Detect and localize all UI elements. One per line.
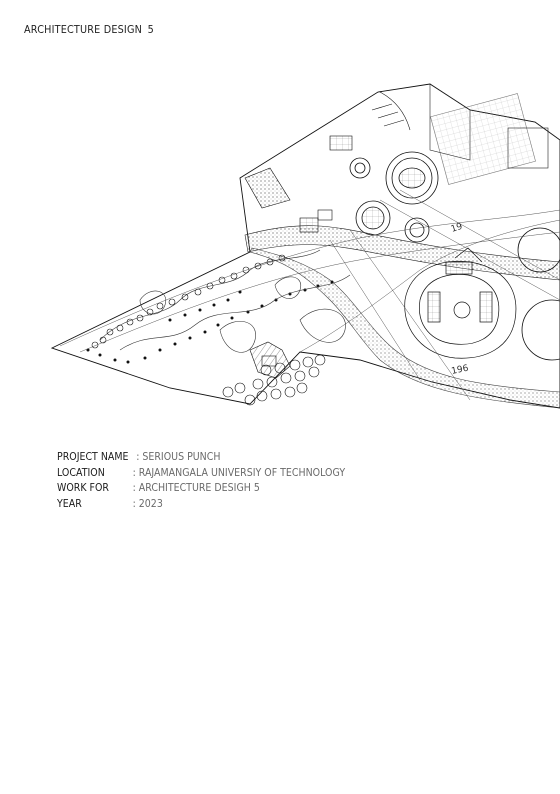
plan-label-elevation-a: 196	[451, 364, 470, 377]
tree-clusters	[86, 254, 334, 406]
project-name-label: PROJECT NAME	[57, 451, 129, 463]
location-label: LOCATION	[57, 466, 105, 479]
circular-buildings	[349, 151, 560, 361]
contour-lines	[59, 189, 560, 401]
right-building-complex	[404, 247, 517, 359]
location-value: : RAJAMANGALA UNIVERSIY OF TECHNOLOGY	[132, 466, 346, 479]
park-paths	[99, 249, 351, 353]
site-plan-drawing: 196 19	[50, 83, 560, 409]
work-for-label: WORK FOR	[57, 482, 109, 494]
plan-label-elevation-b: 19	[450, 222, 464, 235]
plan-labels: 196 19	[450, 222, 470, 377]
central-building	[249, 341, 291, 379]
sports-field-block	[429, 83, 560, 185]
work-for-value: : ARCHITECTURE DESIGH 5	[132, 482, 260, 494]
header-title: ARCHITECTURE DESIGN	[24, 24, 143, 36]
project-name-value: : SERIOUS PUNCH	[136, 451, 221, 463]
year-value: : 2023	[132, 497, 163, 510]
year-label: YEAR	[57, 497, 82, 510]
upper-left-buildings	[244, 91, 411, 233]
header-number: 5	[147, 24, 154, 36]
page-header: ARCHITECTURE DESIGN 5	[24, 24, 154, 36]
